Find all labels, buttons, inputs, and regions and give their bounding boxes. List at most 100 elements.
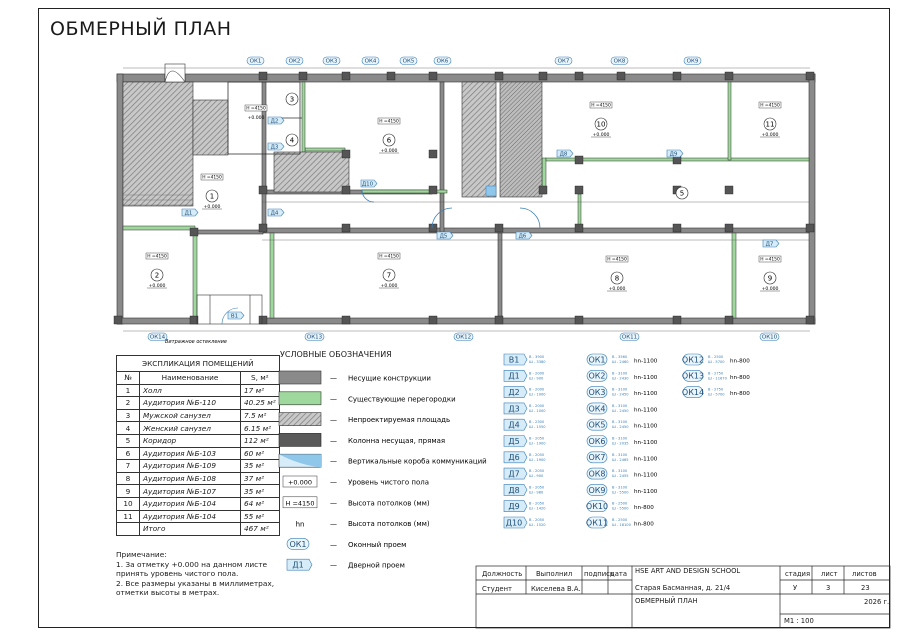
column xyxy=(258,315,268,325)
door-tag-label: Д9 xyxy=(670,151,678,157)
stamp-sheets-label: листов xyxy=(852,570,877,578)
column xyxy=(574,155,584,165)
room-10: 10H =4150+0.000 xyxy=(589,101,613,138)
stamp-col-role: Должность xyxy=(482,570,523,578)
stamp-col-date: дата xyxy=(610,570,627,578)
window-tag-label: ОК11 xyxy=(622,335,637,341)
door-tag-label: Д8 xyxy=(560,151,568,157)
room-9: 9H =4150+0.000 xyxy=(758,255,782,292)
glazing-vestibule xyxy=(196,294,263,325)
column xyxy=(428,315,438,325)
column xyxy=(805,223,815,233)
notes-line: 1. За отметку +0.000 на данном листе xyxy=(116,559,268,569)
column xyxy=(574,315,584,325)
window-tag: ОК6 xyxy=(433,56,452,65)
window-tag: ОК1 xyxy=(246,56,265,65)
stamp-stage-label: стадия xyxy=(785,570,811,578)
column xyxy=(258,223,268,233)
room-4: 4 xyxy=(285,133,299,147)
window-tag-label: ОК13 xyxy=(307,335,323,341)
column xyxy=(805,71,815,81)
room-height: H =4150 xyxy=(379,119,399,125)
notes: Примечание: 1. За отметку +0.000 на данн… xyxy=(116,550,274,598)
door-tag: Д9 xyxy=(666,149,684,157)
door-tag: Д1 xyxy=(181,208,199,216)
stamp-sheet: 3 xyxy=(826,584,831,592)
total-label: Итого xyxy=(139,522,241,536)
room-8: 8H =4150+0.000 xyxy=(605,255,629,292)
column xyxy=(805,315,815,325)
column xyxy=(189,227,199,237)
room-height: H =4150 xyxy=(591,103,611,109)
column xyxy=(724,185,734,195)
column xyxy=(672,223,682,233)
room-number: 4 xyxy=(290,137,295,145)
explication-caption: ЭКСПЛИКАЦИЯ ПОМЕЩЕНИЙ xyxy=(116,355,280,372)
column xyxy=(341,149,351,159)
window-tag: ОК13 xyxy=(304,332,325,341)
explication-table: ЭКСПЛИКАЦИЯ ПОМЕЩЕНИЙ № Наименование S, … xyxy=(116,355,280,536)
door-tag: Д2 xyxy=(267,116,285,124)
column xyxy=(341,71,351,81)
room-number: 8 xyxy=(615,275,619,283)
window-tag: ОК7 xyxy=(554,56,573,65)
column xyxy=(258,71,268,81)
total-value: 467 м² xyxy=(240,522,280,536)
window-tag: ОК9 xyxy=(683,56,702,65)
notes-line: отметки высоты в метрах. xyxy=(116,588,220,597)
room-height: H =4150 xyxy=(607,257,627,263)
window-tag-label: ОК5 xyxy=(403,59,415,65)
existing-partitions xyxy=(122,81,810,319)
room-number: 2 xyxy=(155,272,159,280)
window-tag: ОК4 xyxy=(361,56,380,65)
floor-plan: ОК1ОК2ОК3ОК4ОК5ОК6ОК7ОК8ОК9ОК14ОК13ОК12О… xyxy=(113,56,816,345)
window-tag: ОК3 xyxy=(322,56,341,65)
window-tag-label: ОК10 xyxy=(762,335,778,341)
door-tag: Д10 xyxy=(360,179,378,187)
window-tag: ОК5 xyxy=(399,56,418,65)
room-number: 11 xyxy=(766,121,775,129)
door-tag-label: Д6 xyxy=(519,233,527,239)
door-tag: Д7 xyxy=(762,239,780,247)
column xyxy=(494,71,504,81)
window-tag-label: ОК9 xyxy=(687,59,699,65)
column xyxy=(386,71,396,81)
column xyxy=(494,223,504,233)
door-tag-label: В1 xyxy=(231,313,238,319)
window-tag: ОК12 xyxy=(453,332,474,341)
column xyxy=(189,315,199,325)
window-tag-label: ОК4 xyxy=(365,59,377,65)
column xyxy=(724,71,734,81)
door-tag: Д6 xyxy=(515,231,533,239)
room-number: 5 xyxy=(680,190,684,198)
door-tag-label: Д1 xyxy=(185,210,193,216)
room-5: 5 xyxy=(675,186,689,200)
column xyxy=(428,149,438,159)
column xyxy=(574,223,584,233)
room-3: 3 xyxy=(285,92,299,106)
window-tag-label: ОК8 xyxy=(614,59,626,65)
notes-line: принять уровень чистого пола. xyxy=(116,569,239,578)
column xyxy=(113,315,123,325)
room-11: 11H =4150+0.000 xyxy=(758,101,782,138)
window-tag-label: ОК7 xyxy=(558,59,570,65)
legend-title: УСЛОВНЫЕ ОБОЗНАЧЕНИЯ xyxy=(280,350,392,359)
title-block: Должность Выполнил подпись дата HSE ART … xyxy=(476,566,890,628)
door-tag-label: Д4 xyxy=(271,210,279,216)
non-designed-areas xyxy=(122,63,543,207)
room-number: 9 xyxy=(768,275,772,283)
room-level: +0.000 xyxy=(380,148,397,154)
column xyxy=(574,71,584,81)
window-tag: ОК8 xyxy=(610,56,629,65)
room-level: +0.000 xyxy=(761,286,778,292)
column xyxy=(428,71,438,81)
door-tag-label: Д2 xyxy=(271,118,279,124)
stamp-col-sign: подпись xyxy=(584,570,614,578)
column xyxy=(672,71,682,81)
